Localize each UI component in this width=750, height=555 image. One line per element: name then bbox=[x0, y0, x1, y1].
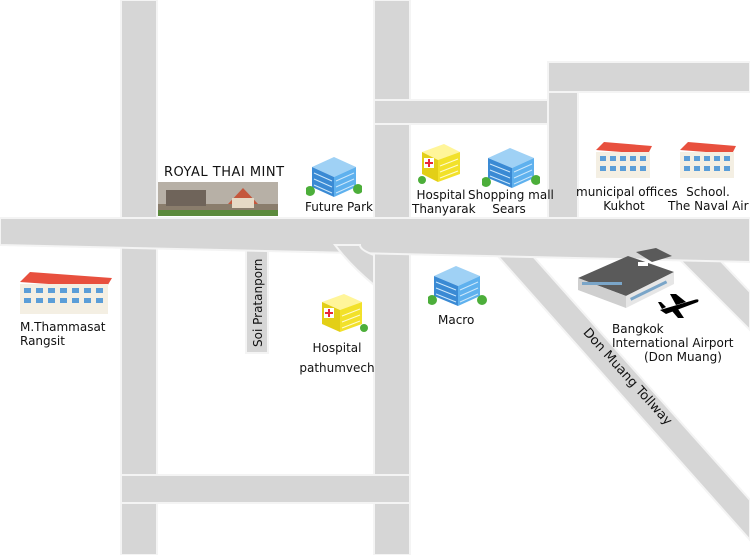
label-municipal-offices: municipal offices Kukhot bbox=[576, 185, 678, 213]
label-soi-pratanporn: Soi Pratanporn bbox=[251, 258, 265, 347]
label-line: The Naval Air bbox=[668, 199, 749, 213]
label-line: Sears bbox=[492, 202, 526, 216]
label-hospital-pathumvech: Hospital pathumvech bbox=[298, 341, 376, 375]
label-line: Hospital bbox=[416, 188, 466, 202]
label-line: Rangsit bbox=[20, 334, 65, 348]
royal-thai-mint-building-icon bbox=[158, 182, 278, 216]
hospital-building-icon bbox=[322, 294, 368, 332]
label-hospital-thanyarak: Hospital Thanyarak bbox=[412, 188, 476, 216]
label-royal-thai-mint: ROYAL THAI MINT bbox=[164, 165, 285, 180]
label-line: School. bbox=[686, 185, 730, 199]
red-roof-building-icon bbox=[596, 142, 652, 178]
road-connector-east bbox=[547, 61, 750, 93]
label-line: pathumvech bbox=[299, 361, 375, 375]
red-roof-building-icon bbox=[20, 272, 112, 314]
road-vertical-center bbox=[373, 0, 411, 555]
blue-office-building-icon bbox=[306, 157, 362, 197]
label-macro: Macro bbox=[438, 313, 475, 327]
hospital-building-icon bbox=[418, 144, 460, 184]
road-curved-ramp bbox=[332, 244, 375, 288]
airport-terminal-icon bbox=[578, 248, 674, 308]
label-line: Kukhot bbox=[603, 199, 645, 213]
label-line: municipal offices bbox=[576, 185, 678, 199]
label-line: Thanyarak bbox=[412, 202, 476, 216]
label-line: International Airport bbox=[612, 336, 734, 350]
blue-office-building-icon bbox=[482, 148, 540, 188]
label-airport: Bangkok International Airport (Don Muang… bbox=[612, 322, 733, 364]
label-school: School. The Naval Air bbox=[668, 185, 749, 213]
road-bottom bbox=[120, 474, 411, 504]
label-line: Shopping mall bbox=[468, 188, 554, 202]
label-line: Hospital bbox=[312, 341, 362, 355]
road-connector-center bbox=[373, 99, 549, 125]
label-line: M.Thammasat bbox=[20, 320, 106, 334]
label-line: Bangkok bbox=[612, 322, 664, 336]
road-main-horizontal bbox=[0, 217, 750, 264]
red-roof-building-icon bbox=[680, 142, 736, 178]
label-future-park: Future Park bbox=[305, 200, 373, 214]
label-m-thammasat: M.Thammasat Rangsit bbox=[20, 320, 106, 348]
blue-office-building-icon bbox=[428, 266, 487, 306]
label-line: (Don Muang) bbox=[644, 350, 722, 364]
airplane-icon bbox=[658, 294, 699, 318]
label-shopping-mall: Shopping mall Sears bbox=[468, 188, 554, 216]
road-vertical-west bbox=[120, 0, 158, 555]
